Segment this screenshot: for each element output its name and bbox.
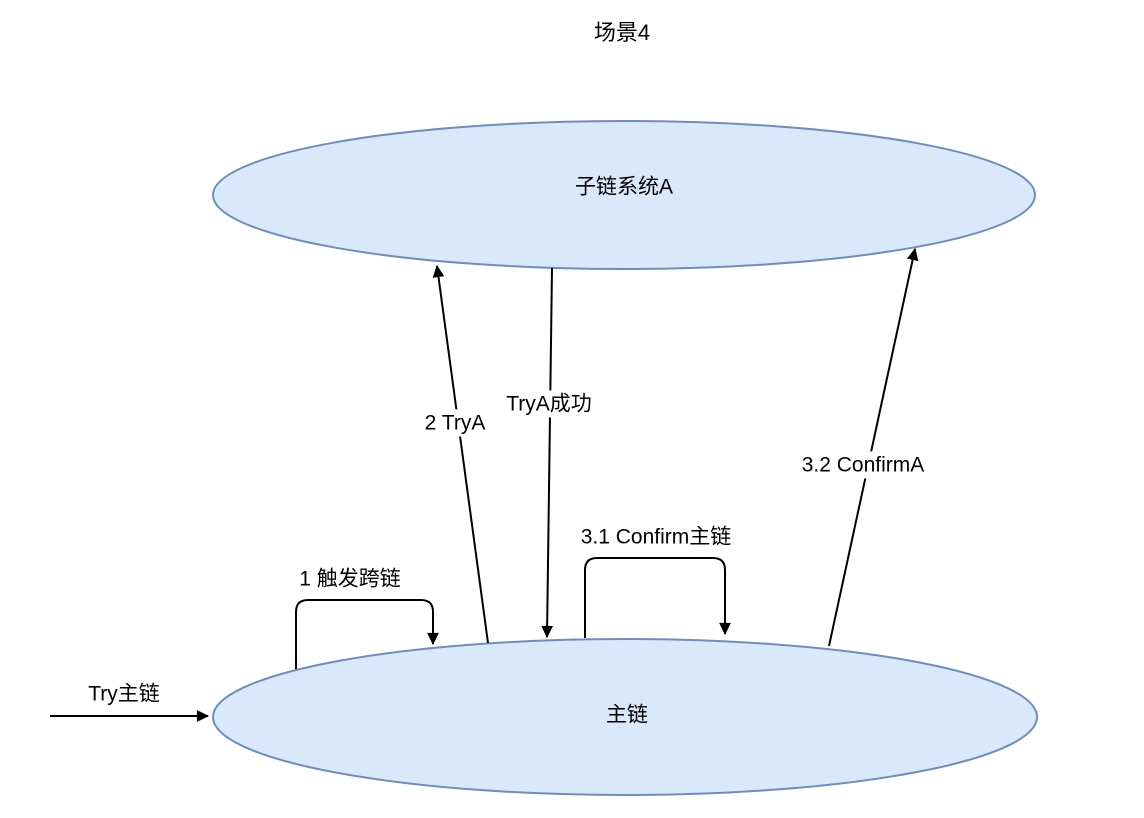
trigger-cross-chain-loop-arrow — [295, 599, 439, 669]
try-a-label: 2 TryA — [420, 409, 490, 437]
confirm-main-label: 3.1 Confirm主链 — [580, 525, 732, 549]
confirm-a-label: 3.2 ConfirmA — [797, 451, 929, 479]
trigger-cross-chain-label: 1 触发跨链 — [299, 567, 401, 591]
subchain-label: 子链系统A — [574, 175, 674, 199]
mainchain-label: 主链 — [606, 703, 648, 727]
try-a-success-arrow — [541, 267, 553, 639]
diagram-title: 场景4 — [593, 19, 651, 45]
try-main-label: Try主链 — [88, 682, 160, 706]
confirm-main-loop-arrow — [584, 557, 731, 638]
try-a-success-label: TryA成功 — [502, 390, 596, 418]
try-a-arrow — [432, 264, 489, 644]
confirm-a-arrow — [828, 247, 919, 647]
mainchain-ellipse — [212, 638, 1038, 796]
subchain-ellipse — [212, 120, 1036, 270]
